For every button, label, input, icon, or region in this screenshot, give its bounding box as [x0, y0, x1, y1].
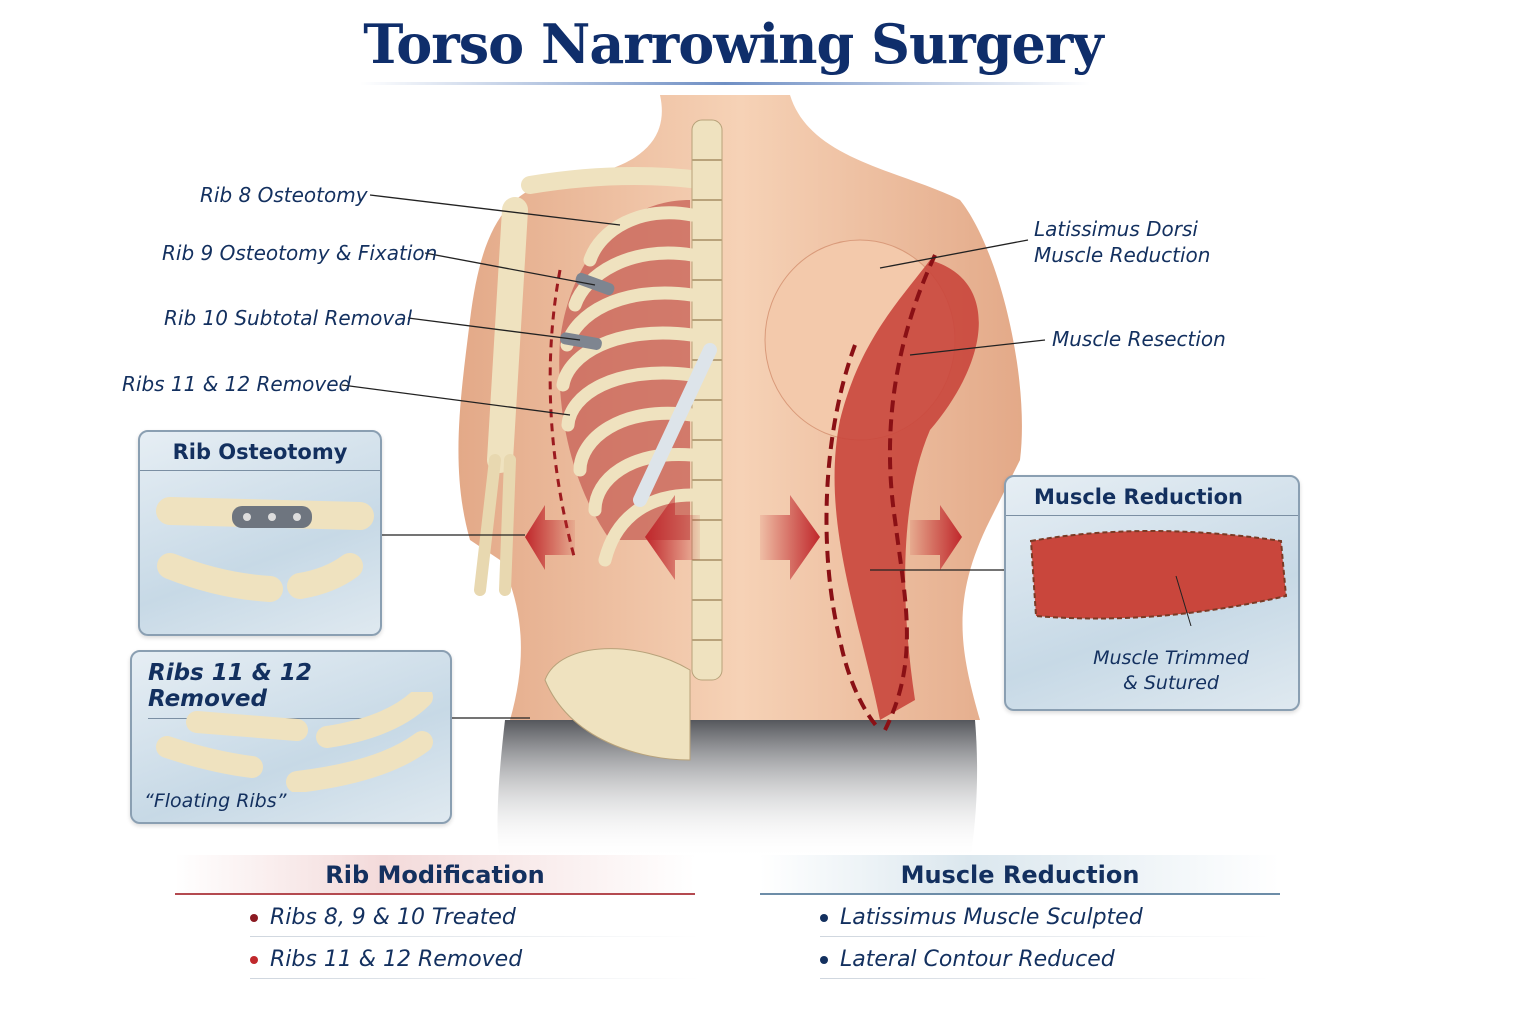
clavicle [521, 167, 709, 194]
rib-modification-title: Rib Modification [325, 861, 545, 889]
muscle-trimmed-drawing [1029, 530, 1288, 627]
label-latissimus-line2: Muscle Reduction [1034, 243, 1211, 267]
rib-modification-header: Rib Modification [175, 855, 695, 895]
arrow-left-inner [645, 495, 700, 580]
inset-rib-osteotomy: Rib Osteotomy [138, 430, 382, 636]
pelvis [544, 648, 691, 761]
inset-ribs-removed: Ribs 11 & 12 Removed “Floating Ribs” [130, 650, 452, 824]
leader-lines [341, 194, 1046, 719]
label-rib8-osteotomy: Rib 8 Osteotomy [200, 183, 368, 207]
costal-cartilage [633, 343, 717, 507]
inset-title: Rib Osteotomy [140, 432, 380, 471]
muscle-caption-line1: Muscle Trimmed [1093, 647, 1249, 669]
list-item-text: Lateral Contour Reduced [840, 947, 1115, 972]
forearm [474, 454, 516, 596]
rib-modification-list: Ribs 8, 9 & 10 Treated Ribs 11 & 12 Remo… [250, 905, 700, 979]
fixation-plate [560, 332, 602, 350]
floating-ribs-caption: “Floating Ribs” [144, 790, 287, 812]
arrow-right-outer [910, 505, 962, 570]
arrow-right-inner [760, 495, 820, 580]
list-item: Lateral Contour Reduced [820, 947, 1270, 972]
label-latissimus-line1: Latissimus Dorsi [1034, 217, 1198, 241]
removed-ribs-drawing [156, 692, 433, 792]
latissimus-muscle [834, 260, 979, 720]
spine [691, 119, 723, 681]
list-item: Ribs 8, 9 & 10 Treated [250, 905, 700, 930]
label-muscle-resection: Muscle Resection [1052, 327, 1226, 351]
bullet-dot [250, 955, 258, 964]
incision-line-right [824, 254, 937, 732]
shorts [497, 720, 978, 860]
humerus [487, 197, 528, 473]
muscle-reduction-title: Muscle Reduction [900, 861, 1140, 889]
label-rib9-osteotomy-fixation: Rib 9 Osteotomy & Fixation [162, 241, 438, 265]
bullet-dot [820, 913, 828, 922]
label-ribs-11-12-removed: Ribs 11 & 12 Removed [122, 372, 352, 396]
list-item: Latissimus Muscle Sculpted [820, 905, 1270, 930]
muscle-reduction-list: Latissimus Muscle Sculpted Lateral Conto… [820, 905, 1270, 979]
label-rib10-subtotal-removal: Rib 10 Subtotal Removal [164, 306, 413, 330]
list-item-text: Ribs 8, 9 & 10 Treated [270, 905, 516, 930]
fixation-plate [575, 272, 615, 296]
inset-muscle-reduction: Muscle Reduction Muscle Trimmed & Suture… [1004, 475, 1300, 711]
osteotomy-rib-drawing [156, 497, 374, 602]
arrow-left-outer [525, 505, 575, 570]
muscle-reduction-header: Muscle Reduction [760, 855, 1280, 895]
title-underline [360, 82, 1090, 85]
muscle-caption-line2: & Sutured [1122, 672, 1219, 694]
list-item-text: Latissimus Muscle Sculpted [840, 905, 1143, 930]
inset-title: Muscle Reduction [1006, 477, 1298, 516]
page-title: Torso Narrowing Surgery [363, 12, 1103, 76]
incision-line-left [548, 269, 577, 561]
list-item: Ribs 11 & 12 Removed [250, 947, 700, 972]
bullet-dot [250, 913, 258, 922]
bullet-dot [820, 955, 828, 964]
list-item-text: Ribs 11 & 12 Removed [270, 947, 523, 972]
